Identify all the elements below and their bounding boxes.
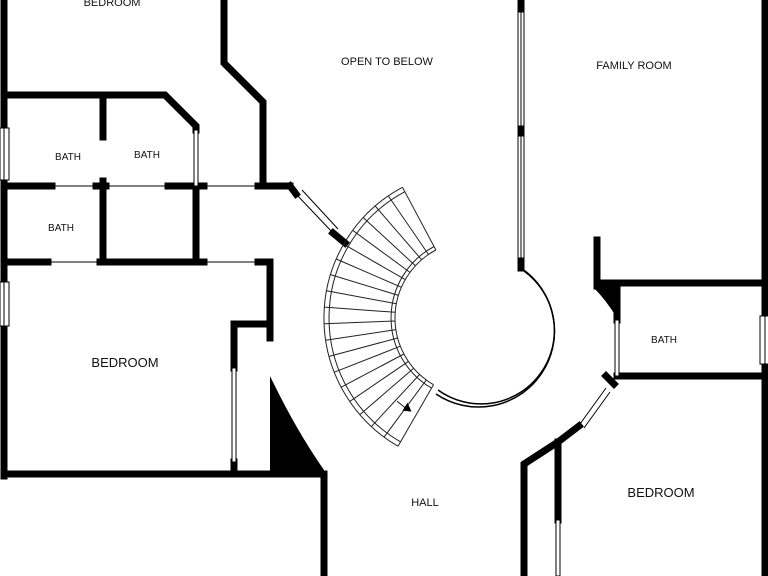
stair-tread bbox=[349, 360, 409, 402]
spiral-staircase bbox=[323, 186, 437, 447]
label-bath-right: BATH bbox=[651, 335, 677, 346]
stair-tread bbox=[359, 367, 415, 415]
stair-tread bbox=[352, 229, 411, 273]
doors bbox=[48, 185, 611, 429]
label-family-room: FAMILY ROOM bbox=[596, 60, 671, 72]
label-open-to-below: OPEN TO BELOW bbox=[341, 56, 434, 68]
stair-inner-rail bbox=[390, 246, 435, 389]
stair-direction-arrow-icon bbox=[402, 402, 412, 412]
label-bedroom-right: BEDROOM bbox=[627, 485, 694, 500]
stair-tread bbox=[326, 290, 397, 305]
stair-tread bbox=[387, 195, 429, 255]
stair-tread bbox=[328, 337, 398, 357]
stair-tread bbox=[336, 258, 402, 288]
room-labels: BEDROOM OPEN TO BELOW FAMILY ROOM BATH B… bbox=[48, 0, 695, 509]
stair-tread bbox=[325, 329, 396, 341]
stair-outer-edge bbox=[323, 186, 403, 447]
label-bath-1: BATH bbox=[55, 152, 81, 163]
label-bedroom-top: BEDROOM bbox=[84, 0, 141, 9]
stair-tread bbox=[324, 306, 396, 313]
stair-tread bbox=[340, 353, 405, 388]
label-bedroom-left: BEDROOM bbox=[91, 355, 158, 370]
stair-tread bbox=[397, 384, 434, 447]
label-bath-3: BATH bbox=[48, 223, 74, 234]
stair-inner-edge bbox=[394, 249, 437, 386]
stair-tread bbox=[330, 274, 399, 296]
wall-masses bbox=[270, 283, 617, 474]
curved-railing bbox=[435, 267, 556, 408]
stair-outer-rail bbox=[328, 191, 406, 443]
stair-tread bbox=[374, 205, 422, 261]
stair-tread bbox=[362, 217, 416, 267]
stair-tread bbox=[324, 320, 396, 325]
stair-tread bbox=[371, 374, 420, 427]
stair-tread bbox=[402, 187, 437, 251]
windows bbox=[0, 11, 768, 576]
label-hall: HALL bbox=[411, 497, 439, 509]
stair-tread bbox=[343, 243, 406, 281]
stair-tread bbox=[334, 345, 401, 373]
label-bath-2: BATH bbox=[134, 150, 160, 161]
